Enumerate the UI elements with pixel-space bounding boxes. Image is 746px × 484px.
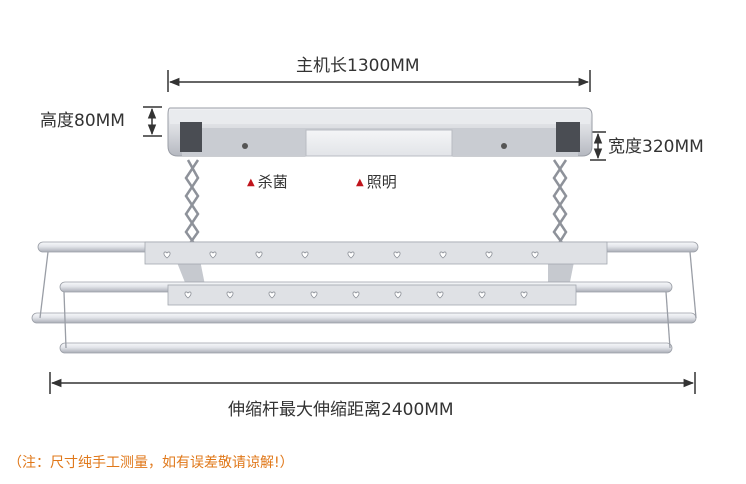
heart-hook-icon xyxy=(226,291,234,299)
heart-hook-icon xyxy=(478,291,486,299)
inner-bar-2 xyxy=(167,284,577,306)
heart-hook-icon xyxy=(485,251,493,259)
heart-hook-icon xyxy=(393,251,401,259)
feature-sterilize: ▲杀菌 xyxy=(247,173,288,191)
scissor-arm-right xyxy=(552,159,568,249)
heart-hook-icon xyxy=(439,251,447,259)
triangle-marker-icon: ▲ xyxy=(356,177,364,188)
led-lamp-panel xyxy=(305,129,453,157)
rod-4 xyxy=(59,342,673,354)
width-label: 宽度320MM xyxy=(608,137,704,157)
end-cap-left xyxy=(180,122,202,152)
height-label: 高度80MM xyxy=(40,111,125,131)
max-extension-dimension xyxy=(49,372,696,394)
heart-hook-icon xyxy=(347,251,355,259)
end-cap-right xyxy=(556,122,580,152)
heart-hook-icon xyxy=(394,291,402,299)
max-extension-label: 伸缩杆最大伸缩距离2400MM xyxy=(228,400,454,420)
scissor-arm-left xyxy=(184,159,200,247)
rod-3 xyxy=(31,312,697,324)
heart-hook-icon xyxy=(436,291,444,299)
main-unit xyxy=(167,107,593,157)
sensor-left-icon xyxy=(242,143,248,149)
heart-hook-icon xyxy=(209,251,217,259)
measurement-note: （注：尺寸纯手工测量，如有误差敬请谅解!） xyxy=(8,455,294,471)
heart-hook-icon xyxy=(310,291,318,299)
feature-lighting: ▲照明 xyxy=(356,173,397,191)
width-dimension xyxy=(590,131,606,161)
side-wires xyxy=(39,251,697,349)
host-length-dimension xyxy=(167,70,591,92)
host-length-label: 主机长1300MM xyxy=(296,56,420,76)
heart-hook-icon xyxy=(531,251,539,259)
sensor-right-icon xyxy=(501,143,507,149)
heart-hook-icon xyxy=(301,251,309,259)
heart-hook-icon xyxy=(184,291,192,299)
heart-hook-icon xyxy=(520,291,528,299)
heart-hook-icon xyxy=(268,291,276,299)
heart-hook-icon xyxy=(352,291,360,299)
height-dimension xyxy=(143,106,162,137)
heart-hook-icon xyxy=(163,251,171,259)
hook-markers xyxy=(163,251,539,299)
triangle-marker-icon: ▲ xyxy=(247,177,255,188)
heart-hook-icon xyxy=(255,251,263,259)
inner-bar-1 xyxy=(144,241,608,265)
